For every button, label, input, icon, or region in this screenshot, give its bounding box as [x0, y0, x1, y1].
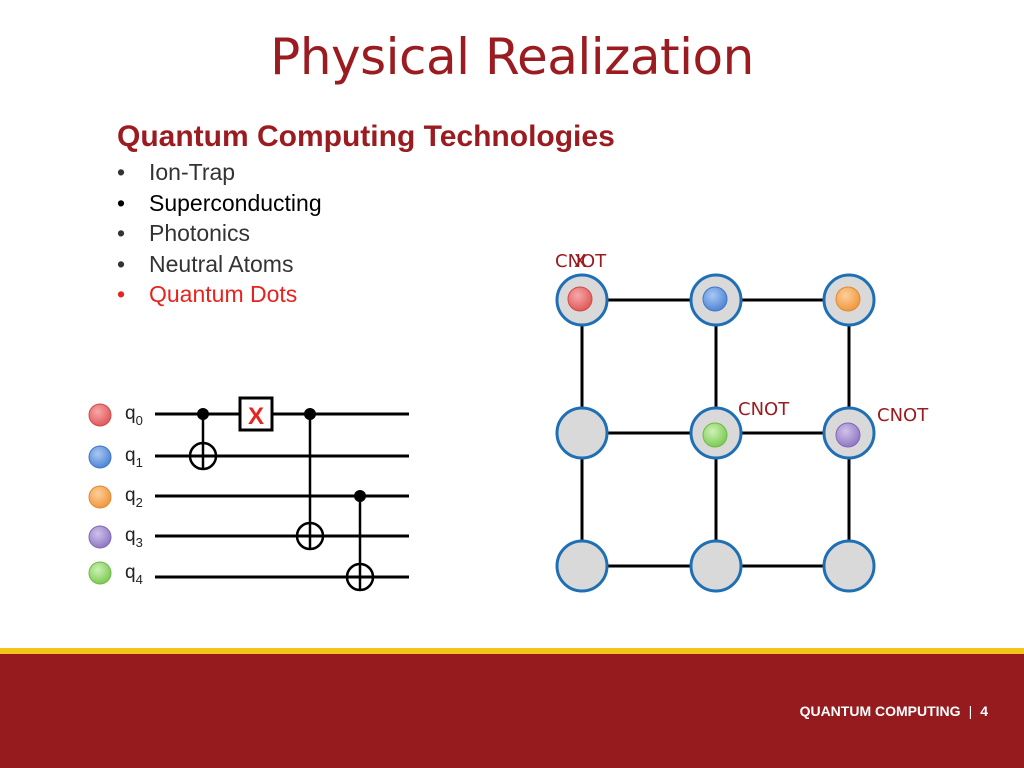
cnot-gate-q2-q4: [345, 490, 375, 592]
qubit-q2-dot-icon: [88, 485, 112, 509]
control-dot-icon: [197, 408, 209, 420]
qubit-label-q1: q1: [125, 445, 143, 470]
grid-qubit-green-dot-icon: [702, 422, 728, 448]
grid-qubit-purple-dot-icon: [835, 422, 861, 448]
quantum-circuit: q0 q1 q2 q3 q4 X: [88, 396, 409, 592]
grid-label-x-overlay: X: [574, 251, 586, 272]
page-number: 4: [980, 703, 988, 719]
grid-node-2-1: [689, 539, 743, 593]
technology-list: • Ion-Trap • Superconducting • Photonics • N…: [117, 157, 322, 310]
cnot-gate-q0-q3: [295, 408, 325, 551]
qubit-label-q0: q0: [125, 403, 143, 428]
bullet-icon: •: [117, 281, 126, 307]
grid-node-1-0: [555, 406, 609, 460]
qubit-label-q4: q4: [125, 562, 143, 587]
cnot-gate-q0-q1: [188, 408, 218, 471]
list-item: • Quantum Dots: [117, 279, 322, 310]
bullet-icon: •: [117, 220, 126, 246]
slide-subtitle: Quantum Computing Technologies: [117, 120, 615, 153]
diagram-canvas: q0 q1 q2 q3 q4 X: [88, 251, 929, 593]
x-gate-box: [238, 396, 274, 432]
list-item-label: Quantum Dots: [149, 281, 298, 307]
list-item-label: Superconducting: [149, 189, 322, 216]
grid-label-cnot-mid: CNOT: [738, 399, 790, 420]
qubit-q1-dot-icon: [88, 445, 112, 469]
qubit-label-q3: q3: [125, 525, 143, 550]
qubit-label-q2: q2: [125, 485, 143, 510]
footer-separator: |: [968, 703, 973, 719]
bullet-icon: •: [117, 159, 126, 185]
list-item-label: Photonics: [149, 220, 251, 246]
list-item: • Neutral Atoms: [117, 249, 322, 280]
control-dot-icon: [304, 408, 316, 420]
list-item-label: Ion-Trap: [149, 159, 236, 185]
footer-course-title: QUANTUM COMPUTING: [799, 703, 961, 719]
control-dot-icon: [354, 490, 366, 502]
qubit-grid: CNOT X CNOT CNOT: [555, 251, 929, 593]
list-item: • Photonics: [117, 218, 322, 249]
x-gate-label: X: [248, 403, 264, 430]
list-item: • Ion-Trap: [117, 157, 322, 188]
qubit-q0-dot-icon: [88, 403, 112, 427]
grid-node-2-2: [822, 539, 876, 593]
grid-qubit-red-dot-icon: [567, 286, 593, 312]
grid-qubit-blue-dot-icon: [702, 286, 728, 312]
bullet-icon: •: [117, 189, 126, 216]
qubit-q4-dot-icon: [88, 561, 112, 585]
footer-bar: [0, 654, 1024, 768]
qubit-q3-dot-icon: [88, 525, 112, 549]
grid-label-cnot-top: CNOT: [555, 251, 607, 272]
grid-node-2-0: [555, 539, 609, 593]
footer-label: QUANTUM COMPUTING | 4: [800, 703, 988, 719]
x-gate: X: [238, 396, 274, 432]
list-item-label: Neutral Atoms: [149, 250, 294, 277]
footer-accent-bar: [0, 648, 1024, 654]
grid-label-cnot-right: CNOT: [877, 405, 929, 426]
slide-title: Physical Realization: [270, 28, 754, 86]
list-item: • Superconducting: [117, 188, 322, 219]
grid-qubit-orange-dot-icon: [835, 286, 861, 312]
bullet-icon: •: [117, 250, 126, 277]
